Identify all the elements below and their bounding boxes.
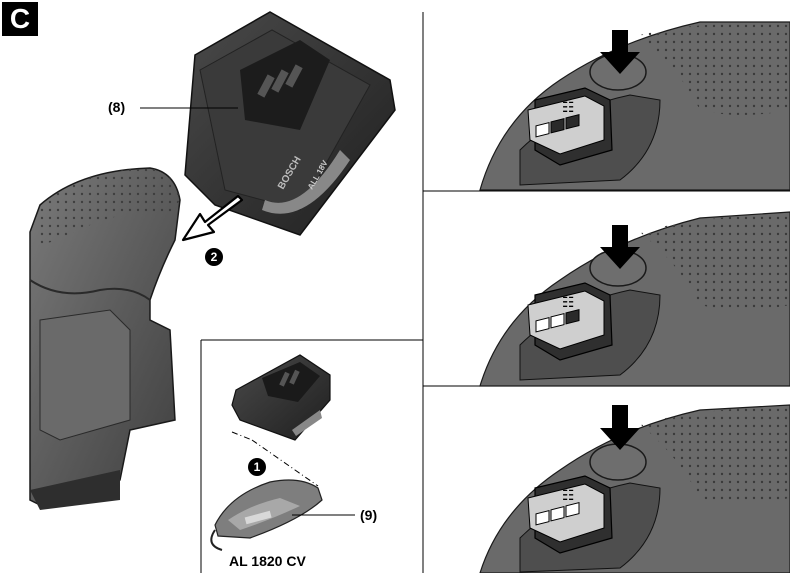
section-letter: C (2, 2, 38, 36)
tool-handle-illustration (30, 168, 180, 510)
insertion-guide-lines (232, 432, 318, 486)
power-symbol-icon-2: ☷ (562, 295, 575, 311)
step-1-badge: 1 (248, 458, 266, 476)
charger-callout-label: (9) (360, 507, 377, 523)
battery-callout-label: (8) (108, 99, 125, 115)
indicator-panel-3-illustration (480, 405, 790, 573)
indicator-panel-1-illustration (480, 22, 790, 190)
power-symbol-icon-1: ☷ (562, 100, 575, 116)
indicator-panel-2-illustration (480, 212, 790, 386)
battery-pack-illustration: BOSCH ALL 18V (185, 12, 395, 235)
inset-battery-illustration (232, 355, 330, 440)
charger-model-label: AL 1820 CV (229, 553, 306, 569)
step-2-badge: 2 (205, 248, 223, 266)
power-symbol-icon-3: ☷ (562, 488, 575, 504)
